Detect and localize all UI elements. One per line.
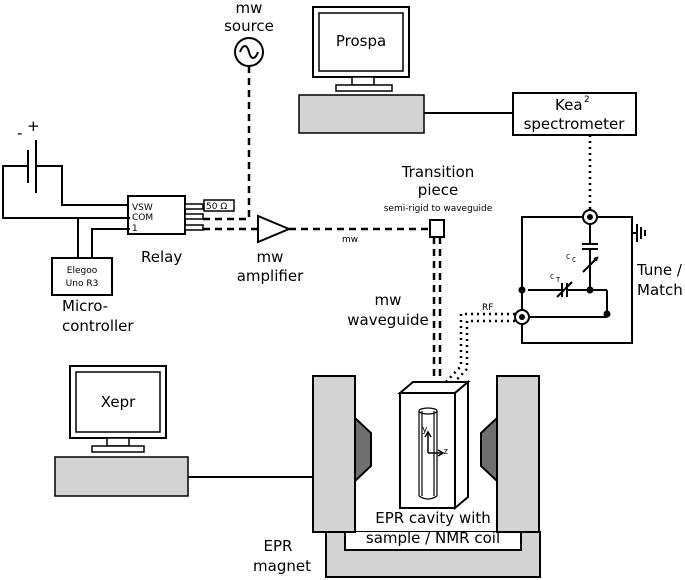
cavity-label-1: EPR cavity with [375,509,491,527]
tune-match-box [521,216,633,344]
relay-label: Relay [141,248,182,266]
mw-amplifier-label-2: amplifier [237,267,304,285]
relay-com-label: COM [132,213,153,223]
mw-source-label-1: mw [236,0,263,17]
waveguide-label-2: waveguide [347,311,429,329]
microcontroller-label-2: controller [62,317,134,335]
relay-ports [184,203,204,231]
microcontroller-label-1: Micro- [62,297,108,315]
cavity-label-2: sample / NMR coil [366,529,500,547]
rf-cable [425,312,515,415]
magnet-label-1: EPR [264,537,293,555]
mw-amplifier-label-1: mw [257,248,284,266]
microcontroller-box [51,257,113,296]
battery-plus-label: + [27,117,40,135]
prospa-computer [298,6,425,134]
mw-line-label: mw [342,235,358,245]
elegoo-model-label: Uno R3 [66,279,99,289]
rf-label: RF [482,303,493,313]
cc-label: C [566,253,570,261]
coax-connector-rf [514,309,530,325]
termination-50ohm [203,199,235,212]
mw-source-icon [234,37,264,67]
ct-label: C [550,273,554,281]
tune-match-circuit [521,224,646,318]
cc-sub-label: C [572,256,576,264]
waveguide-label-1: mw [375,291,402,309]
xepr-computer [54,365,189,497]
transition-label-1: Transition [401,163,475,181]
microcontroller-wires [77,217,130,258]
kea-label: Kea [555,96,583,114]
ct-sub-label: T [556,276,561,284]
axis-indicator [424,430,445,457]
axis-y-label: y [422,425,428,435]
mw-source-label-2: source [224,17,274,35]
coax-connector-top [582,209,598,225]
transition-piece [429,219,445,238]
battery-minus-label: - [17,124,22,142]
mw-waveguide [432,237,442,382]
battery [2,140,130,219]
spectrometer-label: spectrometer [524,115,626,133]
epr-magnet [312,375,541,578]
tune-label-2: Match [637,281,683,299]
mw-source-line [203,66,251,221]
transition-sublabel: semi-rigid to waveguide [384,204,493,214]
axis-z-label: z [443,447,448,457]
kea-superscript: 2 [584,95,590,105]
relay-pin1-label: 1 [132,224,138,234]
relay-vsw-label: VSW [132,203,153,213]
magnet-label-2: magnet [253,557,311,575]
transition-label-2: piece [418,181,458,199]
elegoo-label: Elegoo [67,266,98,276]
tune-match-nodes [518,286,611,318]
mw-amplifier-icon [257,214,292,244]
xepr-label: Xepr [101,393,136,411]
tune-label-1: Tune / [636,261,683,279]
prospa-label: Prospa [336,32,386,50]
kea-spectrometer-box [512,92,637,136]
termination-50ohm-label: 50 Ω [206,202,227,212]
